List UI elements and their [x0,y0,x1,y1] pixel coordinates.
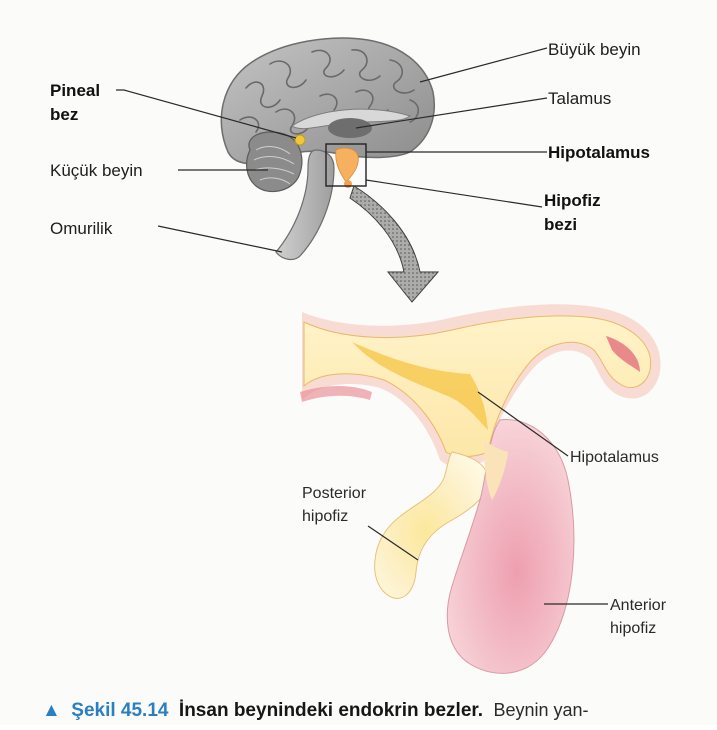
caption-marker-icon: ▲ [42,700,61,721]
label-hipotalamus-detail: Hipotalamus [570,449,659,466]
label-pineal-line1: Pineal [50,81,100,100]
label-anterior-line1: Anterior [610,597,667,614]
label-posterior-line1: Posterior [302,485,367,502]
brain-illustration [221,38,434,259]
label-hipofiz-line1: Hipofiz [544,191,601,210]
caption-line: ▲ Şekil 45.14 İnsan beynindeki endokrin … [42,700,589,721]
label-anterior-line2: hipofiz [610,620,656,637]
label-talamus: Talamus [548,89,611,108]
label-kucuk-beyin: Küçük beyin [50,161,143,180]
label-hipofiz-line2: bezi [544,215,577,234]
label-hipotalamus-top: Hipotalamus [548,143,650,162]
magnify-arrow [350,186,438,302]
caption-title: İnsan beynindeki endokrin bezler. [179,700,483,721]
label-posterior-line2: hipofiz [302,508,348,525]
caption-figure-label: Şekil 45.14 [71,700,169,721]
label-buyuk-beyin: Büyük beyin [548,40,641,59]
figure-caption: ▲ Şekil 45.14 İnsan beynindeki endokrin … [42,700,589,721]
label-omurilik: Omurilik [50,219,113,238]
label-pineal-line2: bez [50,105,78,124]
caption-text: Beynin yan- [493,700,588,720]
